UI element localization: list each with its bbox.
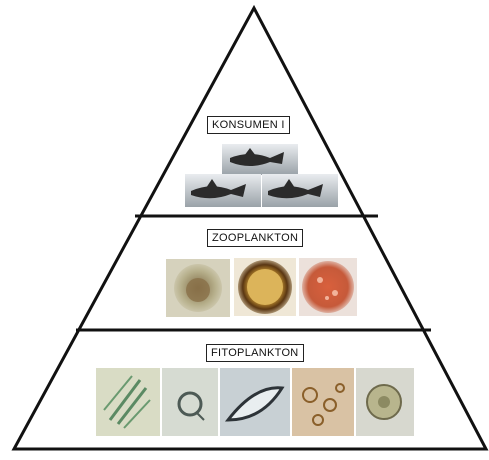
fish-photo-bottom-left (185, 174, 261, 207)
level-label-fitoplankton: FITOPLANKTON (206, 344, 304, 362)
phytoplankton-round-cell (356, 368, 414, 436)
fish-photo-bottom-right (262, 174, 338, 207)
zooplankton-brown-cyst (234, 258, 296, 316)
phytoplankton-ring-cell (162, 368, 218, 436)
zooplankton-green-cell (166, 259, 230, 317)
level-label-zooplankton: ZOOPLANKTON (207, 229, 303, 247)
phytoplankton-needle-cluster (96, 368, 160, 436)
fish-photo-top (222, 144, 298, 175)
level-label-konsumen: KONSUMEN I (207, 116, 290, 134)
phytoplankton-cell-cluster (292, 368, 354, 436)
phytoplankton-diatom (220, 368, 290, 436)
zooplankton-orange-cell (299, 258, 357, 316)
